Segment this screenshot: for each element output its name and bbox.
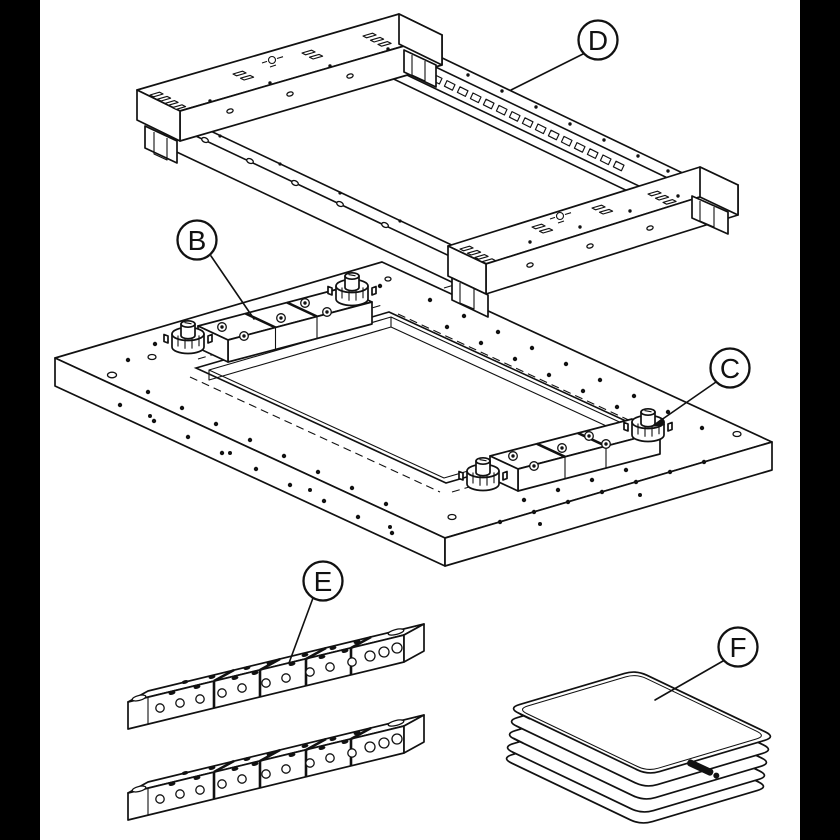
- callout-letter-d: D: [588, 25, 608, 56]
- callout-circle-d: [577, 19, 619, 61]
- callout-b: B: [176, 219, 255, 320]
- leader-line-d: [510, 53, 584, 91]
- frame-right-rail: [380, 43, 715, 218]
- callout-d: D: [510, 19, 619, 91]
- callout-circle-e: [302, 560, 344, 602]
- clamp-block-top-left: [197, 287, 373, 363]
- plate-holes: [106, 276, 742, 536]
- stop-bar-1: [126, 622, 426, 731]
- callout-letter-c: C: [720, 353, 740, 384]
- callout-f: F: [654, 626, 759, 701]
- tray-stack: [505, 671, 772, 824]
- leader-arrow-c: [651, 418, 665, 427]
- clamp-blocks: [197, 287, 661, 492]
- tray-top: [512, 671, 772, 774]
- frame-crossbar-top: [136, 13, 443, 164]
- leader-line-b: [210, 255, 255, 320]
- stop-bars: [126, 622, 426, 822]
- frame-crossbar-bottom: [447, 166, 739, 318]
- pillarbox-right: [800, 0, 840, 840]
- callout-c: C: [651, 347, 751, 427]
- callout-circle-b: [176, 219, 218, 261]
- callout-e: E: [288, 560, 344, 664]
- callout-letter-f: F: [729, 632, 746, 663]
- callout-circle-f: [717, 626, 759, 668]
- base-plate: [54, 261, 773, 567]
- leader-line-c: [653, 381, 717, 426]
- leader-line-e: [288, 597, 314, 664]
- top-frame: [136, 13, 739, 318]
- stop-bar-2: [126, 713, 426, 822]
- brand-logo: [687, 759, 720, 779]
- callout-circle-c: [709, 347, 751, 389]
- callout-letter-b: B: [188, 225, 207, 256]
- callout-letter-e: E: [314, 566, 333, 597]
- pillarbox-left: [0, 0, 40, 840]
- leader-line-f: [654, 660, 724, 701]
- frame-left-rail: [163, 108, 459, 286]
